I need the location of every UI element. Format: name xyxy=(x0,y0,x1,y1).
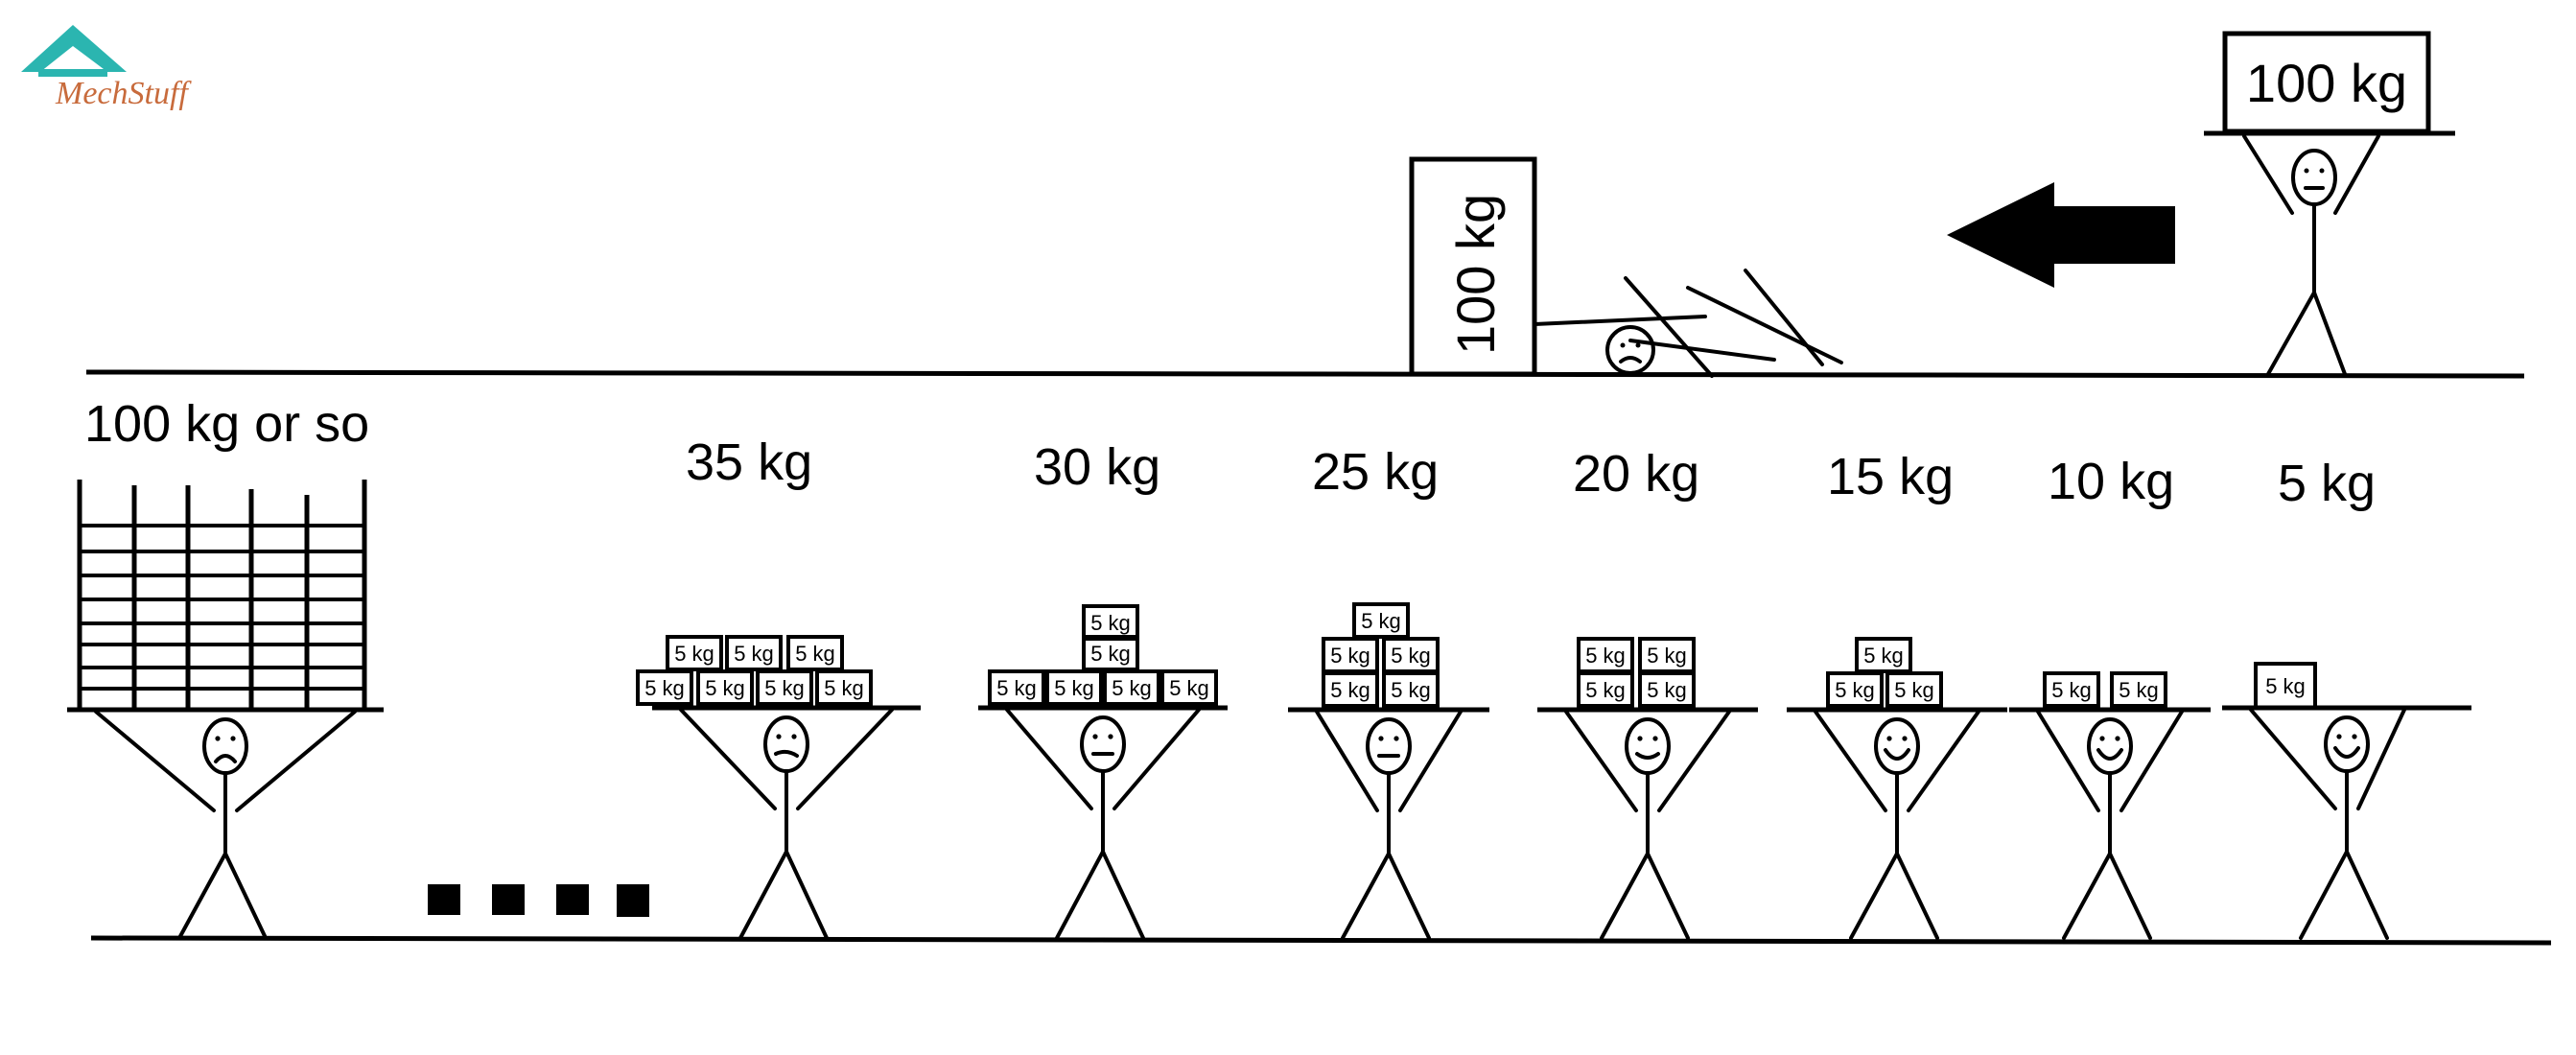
arrow-left-icon xyxy=(1947,182,2175,288)
ellipsis-squares xyxy=(428,884,649,917)
load-box: 5 kg xyxy=(1382,637,1440,673)
top-lifter-figure: 100 kg xyxy=(2204,31,2455,376)
face-icon xyxy=(202,717,248,775)
load-box-label: 5 kg xyxy=(1894,678,1934,702)
load-box-label: 5 kg xyxy=(1330,644,1370,668)
load-box-label: 5 kg xyxy=(1054,676,1094,700)
lifter-f100 xyxy=(67,707,384,940)
load-box-label: 5 kg xyxy=(1647,678,1687,702)
load-box-label: 5 kg xyxy=(705,676,745,700)
label-100: 100 kg or so xyxy=(84,395,369,453)
load-box-label: 5 kg xyxy=(674,642,714,666)
lifter-f5: 5 kg xyxy=(2222,662,2471,940)
load-box: 5 kg xyxy=(2254,662,2317,710)
load-box: 5 kg xyxy=(666,635,723,671)
lifted-box-label: 100 kg xyxy=(2246,53,2407,113)
load-box: 5 kg xyxy=(2043,671,2100,708)
load-box: 5 kg xyxy=(988,669,1045,706)
load-box: 5 kg xyxy=(1082,635,1139,671)
lifter-f30: 5 kg 5 kg 5 kg 5 kg 5 kg 5 kg xyxy=(978,604,1228,940)
load-box: 5 kg xyxy=(1826,671,1884,708)
load-box-label: 5 kg xyxy=(1391,644,1431,668)
lifter-f15: 5 kg 5 kg 5 kg xyxy=(1787,637,2007,940)
load-box: 5 kg xyxy=(1577,671,1634,708)
falling-box-label: 100 kg xyxy=(1445,194,1506,355)
face-icon xyxy=(1625,717,1671,775)
load-box: 5 kg xyxy=(696,669,754,706)
load-box: 5 kg xyxy=(1352,602,1410,639)
logo-text: MechStuff xyxy=(55,76,192,111)
load-box: 5 kg xyxy=(815,669,873,706)
face-icon xyxy=(2087,717,2133,775)
load-box-label: 5 kg xyxy=(1090,611,1131,635)
load-box-label: 5 kg xyxy=(1112,676,1152,700)
load-box-label: 5 kg xyxy=(795,642,835,666)
label-30: 30 kg xyxy=(1034,438,1160,496)
load-box: 5 kg xyxy=(1160,669,1218,706)
load-box-label: 5 kg xyxy=(2265,674,2306,698)
crushed-face-icon xyxy=(1605,325,1655,375)
mechstuff-logo: MechStuff xyxy=(21,25,192,111)
load-box-label: 5 kg xyxy=(996,676,1037,700)
load-box: 5 kg xyxy=(786,635,844,671)
load-box-label: 5 kg xyxy=(1090,642,1131,666)
label-10: 10 kg xyxy=(2048,453,2174,510)
label-25: 25 kg xyxy=(1312,443,1439,501)
load-box: 5 kg xyxy=(1082,604,1139,641)
load-box-label: 5 kg xyxy=(764,676,805,700)
label-35: 35 kg xyxy=(686,434,812,491)
label-15: 15 kg xyxy=(1827,448,1954,505)
load-box-label: 5 kg xyxy=(2051,678,2092,702)
face-icon xyxy=(1366,717,1412,775)
load-box: 5 kg xyxy=(756,669,813,706)
label-5: 5 kg xyxy=(2278,455,2376,512)
falling-box xyxy=(1409,156,1537,377)
load-box-label: 5 kg xyxy=(644,676,685,700)
load-box: 5 kg xyxy=(1638,637,1696,673)
load-box: 5 kg xyxy=(1885,671,1943,708)
lifter-f25: 5 kg 5 kg 5 kg 5 kg 5 kg xyxy=(1288,602,1489,940)
face-icon xyxy=(2324,715,2370,773)
face-icon xyxy=(1080,715,1126,773)
load-box: 5 kg xyxy=(1045,669,1103,706)
load-box-label: 5 kg xyxy=(1585,678,1626,702)
load-box-label: 5 kg xyxy=(1863,644,1904,668)
load-box: 5 kg xyxy=(636,669,693,706)
logo-base-icon xyxy=(38,69,107,77)
top-lifter-face-icon xyxy=(2291,149,2337,206)
load-box-label: 5 kg xyxy=(734,642,774,666)
load-box: 5 kg xyxy=(1322,671,1379,708)
label-20: 20 kg xyxy=(1573,445,1699,503)
face-icon xyxy=(763,715,809,773)
load-box-label: 5 kg xyxy=(1585,644,1626,668)
upper-ground-line xyxy=(85,369,2525,379)
load-box: 5 kg xyxy=(1577,637,1634,673)
lower-ground-line xyxy=(90,935,2552,946)
load-box-label: 5 kg xyxy=(1361,609,1401,633)
load-box: 5 kg xyxy=(1855,637,1912,673)
lifter-f10: 5 kg 5 kg xyxy=(2009,671,2211,940)
load-box: 5 kg xyxy=(1638,671,1696,708)
load-box-label: 5 kg xyxy=(1647,644,1687,668)
load-box-label: 5 kg xyxy=(2119,678,2159,702)
load-box-label: 5 kg xyxy=(1835,678,1875,702)
lifter-f20: 5 kg 5 kg 5 kg 5 kg xyxy=(1537,637,1758,940)
logo-roof-icon xyxy=(21,25,127,72)
face-icon xyxy=(1874,717,1920,775)
load-box-label: 5 kg xyxy=(1169,676,1209,700)
load-box: 5 kg xyxy=(1322,637,1379,673)
load-box-label: 5 kg xyxy=(1330,678,1370,702)
crushed-scene: 100 kg xyxy=(1409,156,1843,378)
grid-load xyxy=(77,480,367,710)
load-box: 5 kg xyxy=(1382,671,1440,708)
lifter-f35: 5 kg 5 kg 5 kg 5 kg 5 kg 5 kg 5 kg xyxy=(636,635,921,940)
load-box-label: 5 kg xyxy=(824,676,864,700)
load-box: 5 kg xyxy=(1103,669,1160,706)
load-box: 5 kg xyxy=(2110,671,2167,708)
load-box-label: 5 kg xyxy=(1391,678,1431,702)
load-box: 5 kg xyxy=(725,635,783,671)
